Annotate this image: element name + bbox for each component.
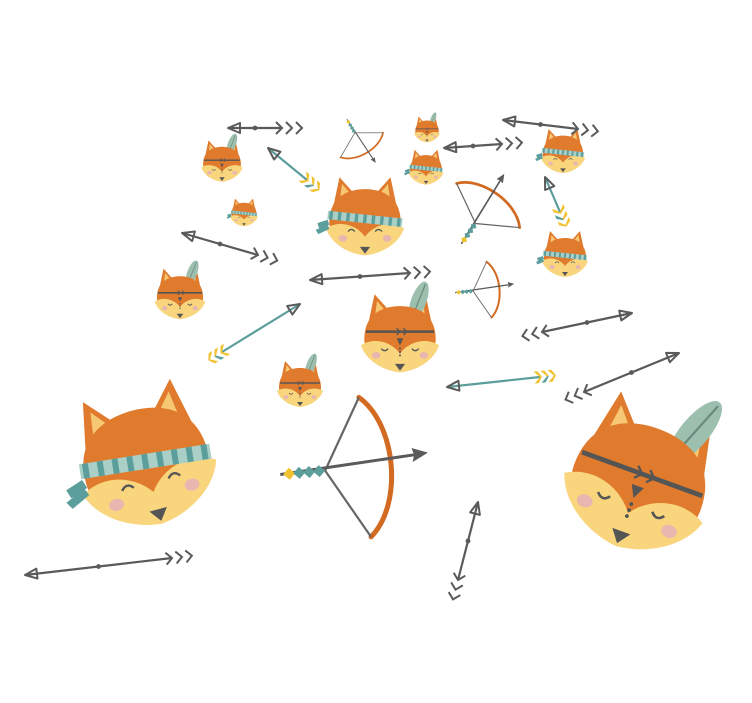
arrow-colored-topright-icon [543,176,571,227]
fox-stickers [41,111,745,572]
arrow-bottom-vertical-icon [447,500,481,601]
bow-large-icon [274,392,435,544]
arrow-mid-center-icon [309,265,432,286]
fox-scarf-topright-icon [534,128,586,174]
arrow-stickers [24,115,681,601]
fox-feather-large-icon [547,356,745,571]
arrow-colored-right-icon [446,369,556,392]
fox-feather-topleft-icon [200,131,244,183]
arrow-colored-left-icon [208,303,301,364]
arrow-bottom-left-icon [24,549,194,580]
fox-feather-top-icon [413,111,441,143]
fox-feather-center-icon [359,277,441,374]
fox-feather-left-icon [153,258,207,321]
arrow-top-left-icon [227,121,304,135]
arrow-right-2-icon [564,351,681,404]
bow-small-icon [451,258,518,322]
bow-mid-icon [428,153,542,268]
arrow-mid-left-icon [181,230,279,266]
fox-scarf-right-icon [535,230,589,278]
fox-feather-small-icon [276,351,324,408]
fox-scarf-mid-icon [315,176,405,257]
fox-scarf-top-icon [403,149,444,186]
fox-scarf-tiny-icon [226,198,259,227]
arrow-top-right-icon [502,115,600,138]
bow-top-icon [324,106,396,178]
arrow-top-center-icon [443,136,524,154]
fox-scarf-large-icon [41,371,230,548]
arrow-right-1-icon [521,309,634,342]
arrow-colored-top-icon [267,147,321,193]
